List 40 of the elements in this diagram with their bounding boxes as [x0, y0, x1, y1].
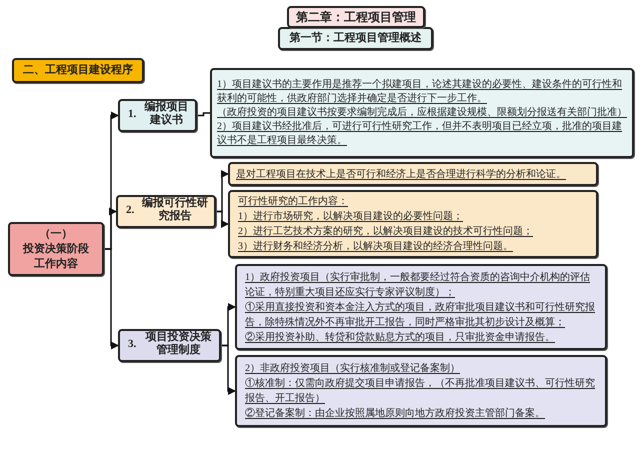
subtopic-box [118, 329, 221, 362]
subtopic-label: 编报可行性研究报告 [141, 197, 210, 223]
note-text: （政府投资的项目建议书按要求编制完成后，应根据建设规模、限额划分报送有关部门批准） [217, 106, 627, 120]
note-text: 1）项目建议书的主要作用是推荐一个拟建项目，论述其建设的必要性、建设条件的可行性和获利的可能性，供政府部门选择并确定是否进行下一步工作。 [217, 78, 623, 106]
subtopic-label: 编报项目建议书 [144, 101, 190, 127]
subtopic-box [118, 99, 197, 132]
note-text: 2）项目建议书经批准后，可进行可行性研究工作，但并不表明项目已经立项，批准的项目建议书不是工程项目最终决策。 [217, 120, 623, 148]
item-number: 2. [126, 202, 134, 218]
note-text: 可行性研究的工作内容： [238, 194, 349, 209]
subtopic-box [116, 195, 216, 228]
note-text: 2）非政府投资项目（实行核准制或登记备案制） [245, 362, 461, 376]
connector-arrow [221, 344, 236, 395]
title-text: 投资决策阶段工作内容 [22, 242, 90, 272]
note-text: 1）政府投资项目（实行审批制，一般都要经过符合资质的咨询中介机构的评估论证，特别重大项目还应实行专家评议制度）； [245, 270, 591, 300]
note-box [228, 162, 598, 186]
title-text: （一） [40, 226, 72, 242]
connector-arrow [104, 248, 119, 350]
note-text: ②登记备案制：由企业按照属地原则向地方政府投资主管部门备案。 [245, 406, 546, 421]
subtopic-label: 项目投资决策管理制度 [144, 331, 213, 357]
note-box [235, 355, 607, 427]
note-text: 3）进行财务和经济分析，以解决项目建设的经济合理性问题。 [238, 240, 514, 254]
connector-arrow [216, 210, 229, 228]
note-text: 2）进行工艺技术方案的研究，以解决项目建设的技术可行性问题； [238, 224, 534, 239]
item-number: 1. [128, 106, 136, 122]
note-text: ①采用直接投资和资本金注入方式的项目，政府审批项目建议书和可行性研究报告，除特殊情况外不再审批开工报告，同时严格审批其初步设计及概算； [245, 300, 596, 330]
note-box [235, 264, 607, 350]
heading-box [12, 58, 144, 83]
note-text: ②采用投资补助、转贷和贷款贴息方式的项目，只审批资金申请报告。 [245, 330, 556, 344]
note-box [210, 68, 634, 158]
title-text: 二、工程项目建设程序 [23, 62, 133, 78]
chapter-title-box [287, 6, 425, 28]
note-box [228, 190, 598, 258]
topic-box [8, 222, 104, 276]
section-title-box [278, 27, 433, 50]
title-text: 第二章：工程项目管理 [296, 9, 416, 26]
note-text: ①核准制：仅需向政府提交项目申请报告，（不再批准项目建议书、可行性研究报告、开工报告） [245, 376, 596, 406]
title-text: 第一节：工程项目管理概述 [290, 30, 422, 46]
item-number: 3. [128, 336, 136, 352]
note-text: 是对工程项目在技术上是否可行和经济上是否合理进行科学的分析和论证。 [236, 168, 567, 182]
note-text: 1）进行市场研究，以解决项目建设的必要性问题； [238, 210, 464, 224]
